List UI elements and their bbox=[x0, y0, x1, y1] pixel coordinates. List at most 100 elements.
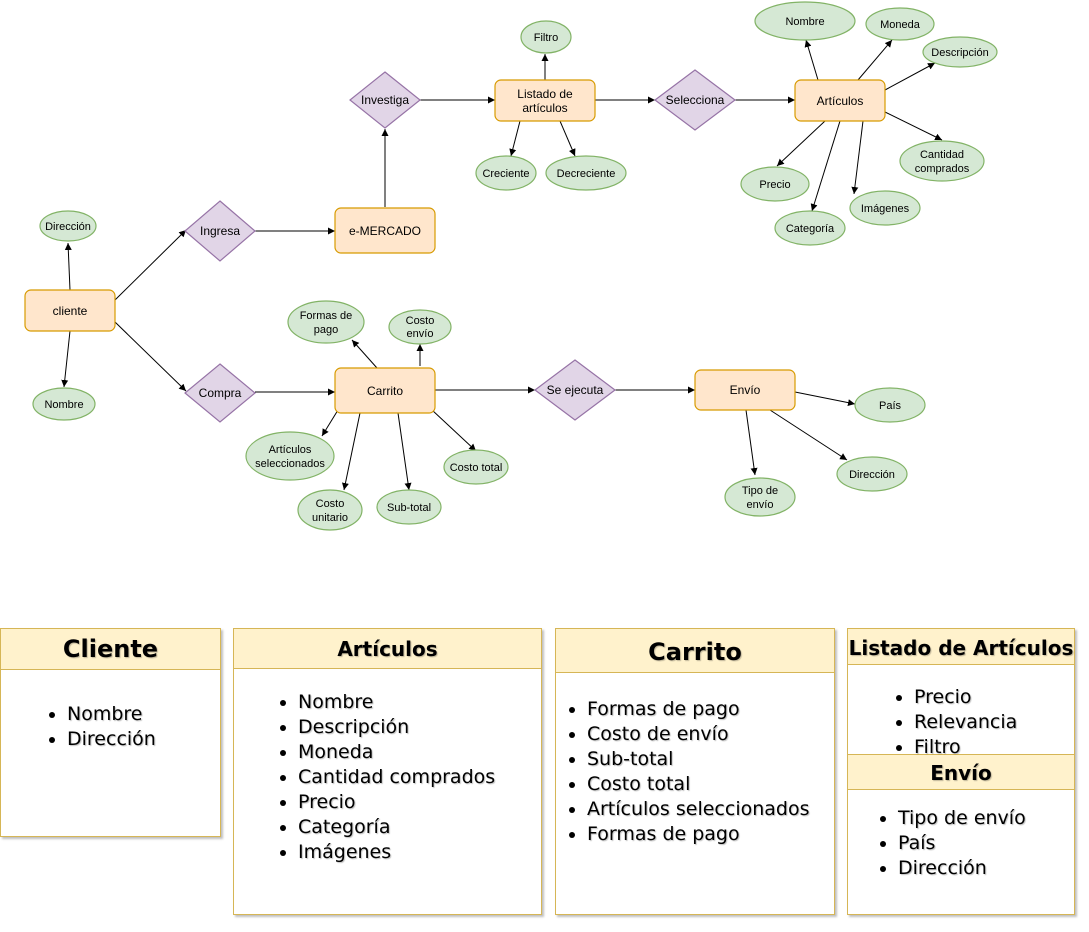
table-envio-title: Envío bbox=[848, 754, 1074, 790]
edge-cliente-direccion bbox=[64, 242, 72, 291]
attribute-formas-pago-label-1: Formas de bbox=[300, 310, 353, 322]
attribute-costo-unitario: Costo unitario bbox=[297, 489, 363, 531]
relation-investiga: Investiga bbox=[349, 71, 421, 129]
attribute-seleccionados-label-2: seleccionados bbox=[255, 458, 325, 470]
list-item: Cantidad comprados bbox=[298, 765, 541, 790]
list-item: País bbox=[898, 831, 1074, 856]
attribute-descripcion: Descripción bbox=[922, 36, 998, 68]
relation-compra-label: Compra bbox=[199, 386, 242, 400]
edge-carrito-formas-pago bbox=[351, 339, 378, 369]
edge-listado-decreciente bbox=[559, 120, 576, 157]
attribute-cliente-direccion: Dirección bbox=[39, 210, 97, 242]
list-item: Formas de pago bbox=[587, 697, 834, 722]
edge-envio-tipo bbox=[745, 409, 758, 476]
attribute-imagenes-label: Imágenes bbox=[861, 203, 910, 215]
table-articulos-list: NombreDescripciónMonedaCantidad comprado… bbox=[234, 669, 541, 865]
edge-articulos-precio bbox=[776, 120, 826, 167]
attribute-costo-envio-label-1: Costo bbox=[406, 315, 435, 327]
edge-articulos-imagenes bbox=[851, 120, 864, 195]
table-articulos: Artículos NombreDescripciónMonedaCantida… bbox=[233, 628, 542, 915]
relation-ingresa: Ingresa bbox=[184, 200, 256, 262]
relation-selecciona-label: Selecciona bbox=[666, 93, 725, 107]
list-item: Sub-total bbox=[587, 747, 834, 772]
edge-cliente-compra bbox=[114, 321, 187, 392]
list-item: Dirección bbox=[898, 856, 1074, 881]
attribute-filtro-label: Filtro bbox=[534, 32, 558, 44]
attribute-categoria: Categoría bbox=[774, 210, 846, 246]
list-item: Filtro bbox=[914, 735, 1074, 760]
attribute-moneda: Moneda bbox=[865, 7, 935, 41]
list-item: Dirección bbox=[67, 727, 220, 752]
edge-cliente-nombre bbox=[61, 330, 71, 388]
relation-se-ejecuta-label: Se ejecuta bbox=[547, 383, 604, 397]
relation-investiga-label: Investiga bbox=[361, 93, 409, 107]
edge-envio-pais bbox=[794, 391, 856, 407]
entity-cliente-label: cliente bbox=[53, 304, 88, 318]
entity-listado-label-1: Listado de bbox=[517, 87, 573, 101]
attribute-precio: Precio bbox=[740, 166, 810, 202]
attribute-decreciente: Decreciente bbox=[545, 155, 627, 191]
table-listado-list: PrecioRelevanciaFiltro bbox=[848, 665, 1074, 758]
attribute-cliente-nombre-label: Nombre bbox=[44, 399, 83, 411]
attribute-filtro: Filtro bbox=[520, 20, 572, 54]
edge-carrito-subtotal bbox=[397, 412, 412, 491]
relation-ingresa-label: Ingresa bbox=[200, 224, 240, 238]
attribute-costo-unitario-label-2: unitario bbox=[312, 512, 348, 524]
list-item: Formas de pago bbox=[587, 822, 834, 847]
list-item: Precio bbox=[298, 790, 541, 815]
attribute-decreciente-label: Decreciente bbox=[557, 168, 616, 180]
entity-articulos-label: Artículos bbox=[817, 94, 864, 108]
entity-listado: Listado de artículos bbox=[494, 79, 596, 122]
list-item: Costo de envío bbox=[587, 722, 834, 747]
edge-listado-creciente bbox=[509, 120, 521, 157]
attribute-moneda-label: Moneda bbox=[880, 19, 921, 31]
attribute-envio-direccion: Dirección bbox=[836, 456, 908, 492]
entity-emercado: e-MERCADO bbox=[334, 207, 436, 254]
list-item: Relevancia bbox=[914, 710, 1074, 735]
entity-carrito: Carrito bbox=[334, 367, 436, 414]
edges bbox=[61, 39, 943, 491]
attribute-categoria-label: Categoría bbox=[786, 223, 835, 235]
list-item: Precio bbox=[914, 685, 1074, 710]
attribute-seleccionados-label-1: Artículos bbox=[269, 444, 312, 456]
list-item: Categoría bbox=[298, 815, 541, 840]
attribute-cantidad-label-2: comprados bbox=[915, 163, 970, 175]
entity-listado-label-2: artículos bbox=[522, 101, 567, 115]
edge-articulos-categoria bbox=[810, 120, 841, 212]
table-cliente-list: NombreDirección bbox=[1, 670, 220, 752]
table-cliente-title: Cliente bbox=[1, 629, 220, 670]
relation-selecciona: Selecciona bbox=[654, 69, 736, 131]
entity-envio: Envío bbox=[694, 369, 796, 411]
list-item: Moneda bbox=[298, 740, 541, 765]
edge-articulos-nombre bbox=[804, 39, 819, 81]
attribute-cantidad-comprados: Cantidad comprados bbox=[899, 140, 985, 182]
attribute-articulos-nombre: Nombre bbox=[754, 1, 856, 41]
attribute-tipo-envio: Tipo de envío bbox=[724, 477, 796, 517]
attribute-tipo-envio-label-2: envío bbox=[747, 499, 774, 511]
attribute-cliente-nombre: Nombre bbox=[32, 387, 96, 421]
edge-envio-direccion bbox=[769, 409, 848, 461]
table-listado-title: Listado de Artículos bbox=[848, 629, 1074, 665]
attribute-formas-pago: Formas de pago bbox=[287, 300, 365, 344]
attribute-costo-envio-label-2: envío bbox=[407, 328, 434, 340]
edge-articulos-cantidad bbox=[884, 111, 943, 141]
attribute-creciente: Creciente bbox=[475, 155, 537, 191]
attribute-tipo-envio-label-1: Tipo de bbox=[742, 485, 778, 497]
attribute-formas-pago-label-2: pago bbox=[314, 324, 338, 336]
attribute-pais: País bbox=[854, 387, 926, 423]
attribute-subtotal: Sub-total bbox=[376, 489, 442, 525]
table-listado: Listado de Artículos PrecioRelevanciaFil… bbox=[847, 628, 1075, 915]
attribute-subtotal-label: Sub-total bbox=[387, 502, 431, 514]
entity-envio-label: Envío bbox=[730, 383, 761, 397]
table-envio-list: Tipo de envíoPaísDirección bbox=[848, 790, 1074, 881]
list-item: Nombre bbox=[67, 702, 220, 727]
list-item: Imágenes bbox=[298, 840, 541, 865]
relation-se-ejecuta: Se ejecuta bbox=[534, 359, 616, 421]
table-cliente: Cliente NombreDirección bbox=[0, 628, 221, 837]
attribute-pais-label: País bbox=[879, 400, 902, 412]
entity-carrito-label: Carrito bbox=[367, 384, 403, 398]
table-articulos-title: Artículos bbox=[234, 629, 541, 669]
attribute-cantidad-label-1: Cantidad bbox=[920, 149, 964, 161]
